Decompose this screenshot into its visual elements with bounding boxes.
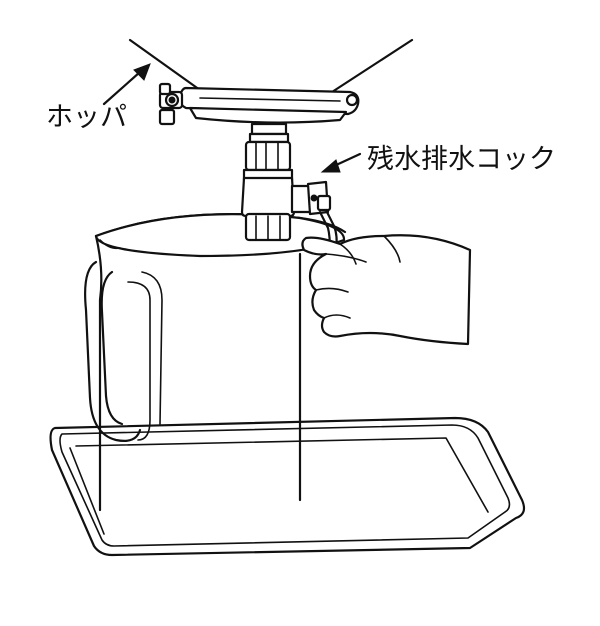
hopper-label: ホッパ <box>46 102 127 133</box>
hopper-flange <box>158 82 360 126</box>
drain-cock-label: 残水排水コック <box>367 144 556 175</box>
drain-cock-arrow <box>320 152 362 173</box>
hopper-arrow <box>102 63 151 106</box>
measuring-pitcher <box>84 213 347 512</box>
drip-tray <box>49 416 526 557</box>
hopper-funnel <box>128 38 414 94</box>
drain-cock-valve <box>240 176 338 252</box>
pipe-coupling <box>242 122 294 182</box>
hand <box>301 234 472 346</box>
